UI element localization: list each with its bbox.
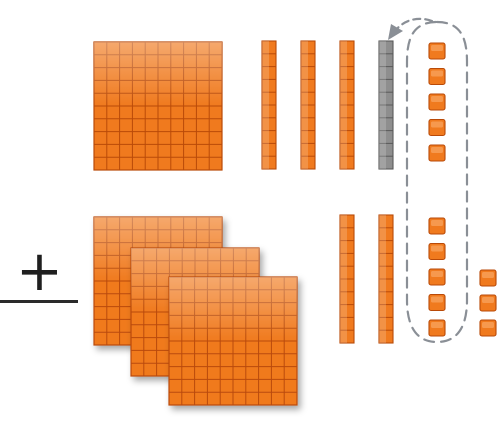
ten-rod-2 bbox=[300, 40, 316, 170]
ten-rod bbox=[339, 214, 355, 344]
unit-cube bbox=[428, 242, 446, 261]
unit-cube bbox=[428, 42, 446, 60]
unit-cube bbox=[428, 144, 446, 162]
unit-cube bbox=[428, 67, 446, 86]
ten-rod-1 bbox=[261, 40, 277, 170]
ten-rod bbox=[378, 214, 394, 344]
unit-cube bbox=[428, 293, 446, 312]
unit-cube bbox=[479, 269, 497, 287]
unit-cube bbox=[428, 118, 446, 137]
unit-cube bbox=[428, 268, 446, 286]
unit-cube bbox=[428, 217, 446, 235]
plus-sign: + bbox=[16, 239, 63, 304]
unit-cube bbox=[428, 93, 446, 111]
curved-arrow-icon bbox=[388, 17, 434, 40]
ten-rod-3 bbox=[339, 40, 355, 170]
hundred-flat bbox=[168, 276, 298, 406]
regrouped-ten-rod bbox=[378, 40, 394, 170]
unit-cube bbox=[428, 319, 446, 337]
sum-rule-line bbox=[0, 300, 78, 303]
hundred-flat bbox=[93, 41, 223, 171]
ones-group-dashed-outline bbox=[405, 20, 469, 344]
unit-cube bbox=[479, 319, 497, 337]
unit-cube bbox=[479, 294, 497, 312]
